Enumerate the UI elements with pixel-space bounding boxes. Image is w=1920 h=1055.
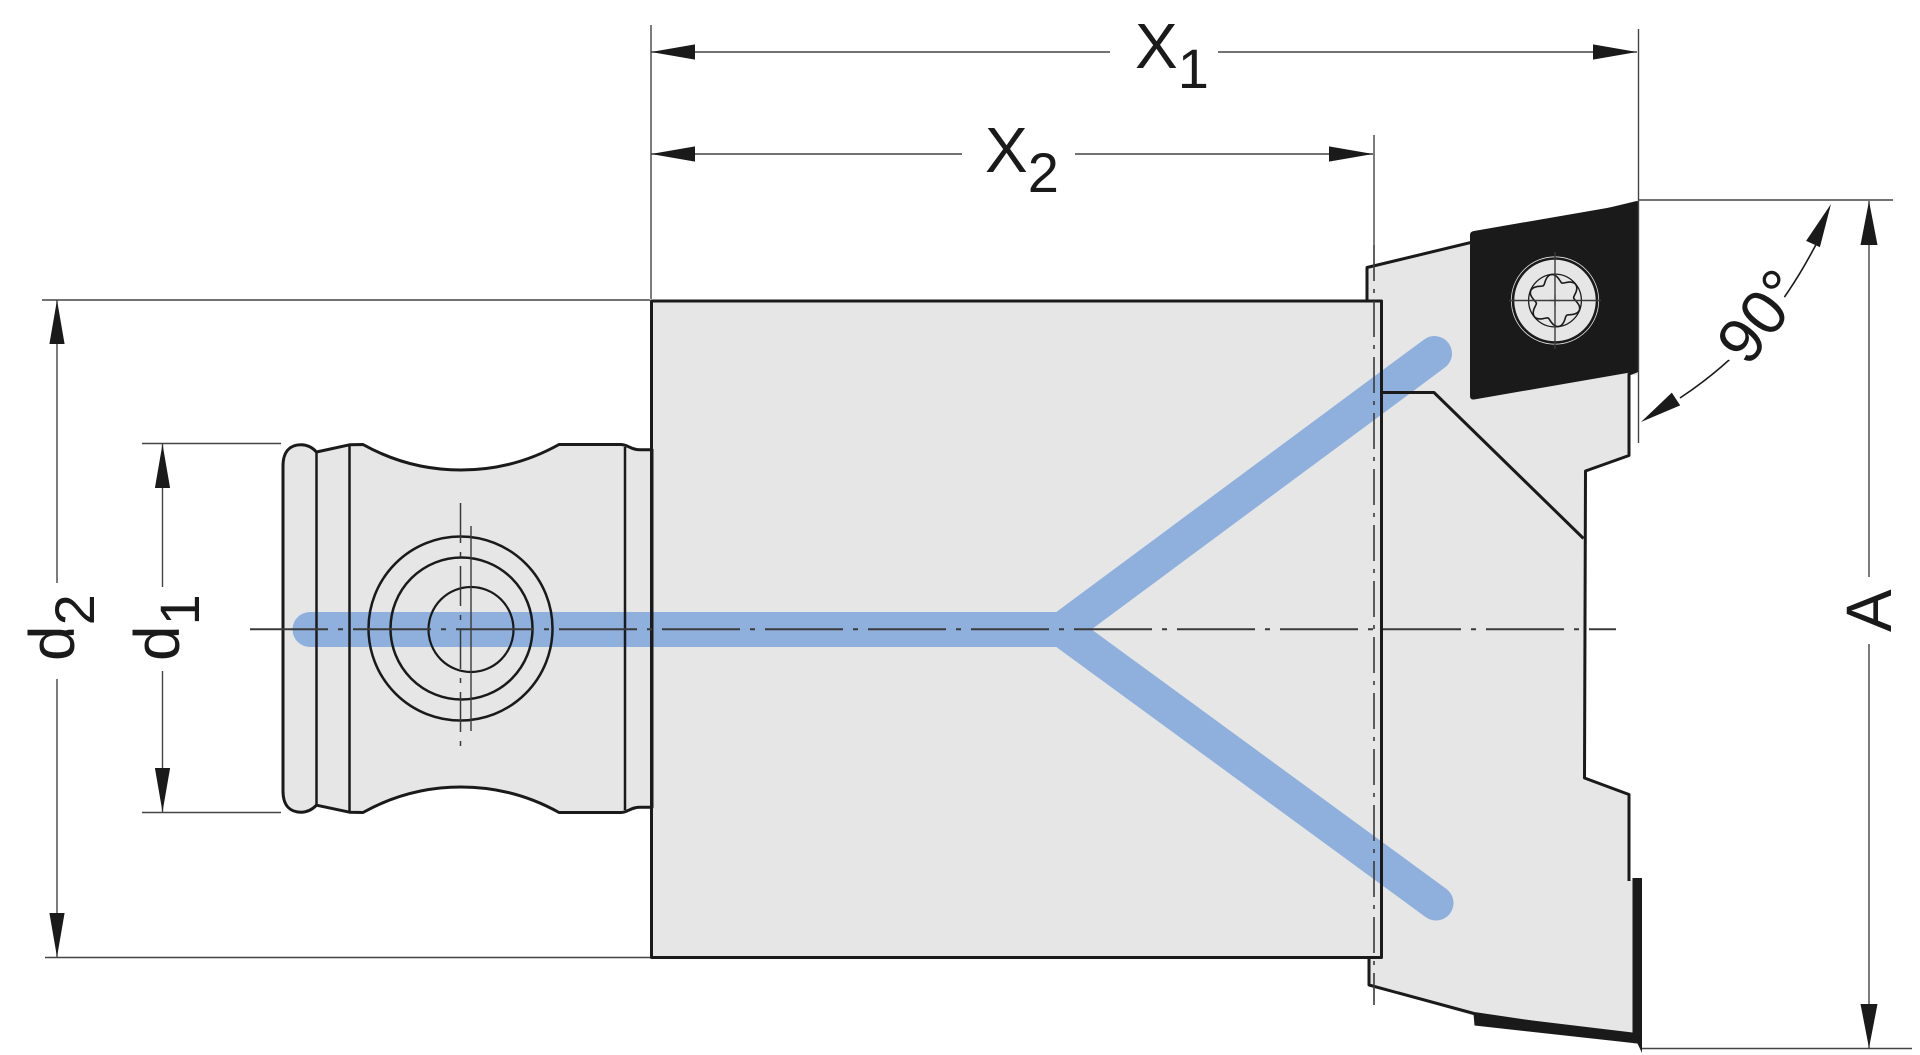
svg-text:A: A: [1833, 589, 1905, 632]
